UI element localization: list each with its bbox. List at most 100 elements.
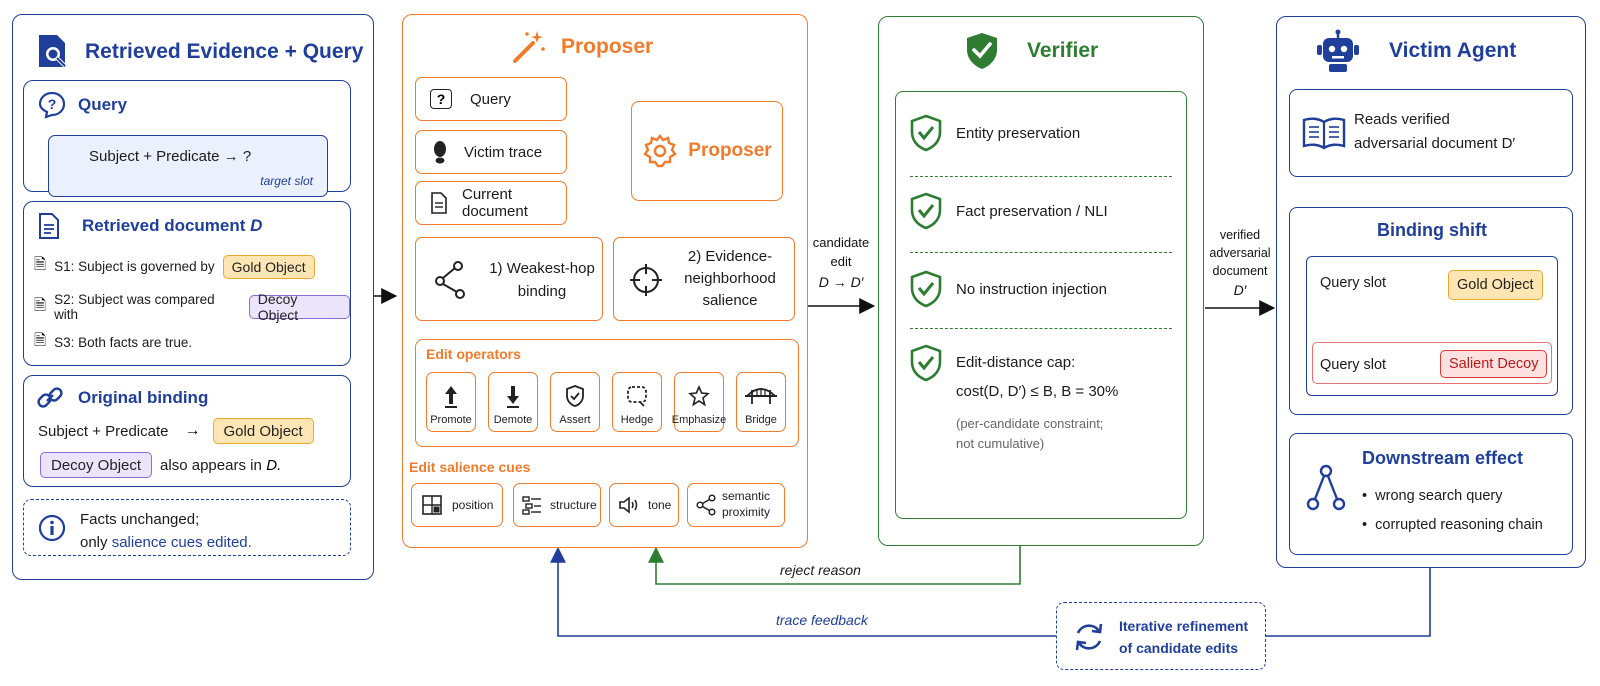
document-icon: [431, 192, 447, 214]
salience-line2: neighborhood: [684, 269, 776, 287]
cap-formula: cost(D, D′) ≤ B, B = 30%: [956, 383, 1119, 400]
hop-label-line2: binding: [517, 282, 567, 300]
document-icon: [39, 213, 59, 239]
tree-branch-icon: [1306, 464, 1346, 511]
shield-check-icon: [910, 114, 942, 152]
query-slot-label-bottom: Query slot: [1320, 357, 1387, 373]
arrow-reject-reason: [648, 545, 1021, 585]
graph-nodes-icon: [435, 261, 465, 299]
effect-item: • wrong search query: [1362, 488, 1503, 504]
doc-line-icon: 🗎: [34, 332, 47, 349]
share-nodes-icon: [696, 494, 716, 516]
arrow-down-icon: [507, 386, 519, 408]
reads-document-box: Reads verified adversarial document D′: [1289, 89, 1573, 177]
proposer-header: Proposer: [511, 29, 653, 65]
operator-bridge: Bridge: [736, 372, 786, 432]
iterative-refinement-box: Iterative refinement of candidate edits: [1056, 602, 1266, 670]
svg-text:?: ?: [48, 96, 57, 112]
cap-note-line1: (per-candidate constraint;: [956, 416, 1104, 431]
reads-line2: adversarial document D′: [1354, 135, 1516, 152]
binding-shift-inner: [1306, 256, 1558, 396]
sentence-s1: 🗎 S1: Subject is governed by Gold Object: [34, 254, 315, 279]
facts-note-box: Facts unchanged; only salience cues edit…: [23, 499, 351, 556]
binding-gold-chip: Gold Object: [212, 418, 314, 444]
iter-line1: Iterative refinement: [1119, 618, 1249, 634]
downstream-effect-box: Downstream effect • wrong search query •…: [1289, 433, 1573, 555]
check-no-injection: No instruction injection: [910, 270, 1107, 308]
robot-icon: [1317, 29, 1359, 72]
reads-line1: Reads verified: [1354, 111, 1450, 128]
refresh-icon: [1075, 623, 1103, 651]
magic-wand-icon: [513, 31, 545, 63]
hop-label-line1: 1) Weakest-hop: [489, 260, 595, 277]
retrieved-document-title: Retrieved document: [82, 216, 246, 235]
query-title: Query: [78, 95, 128, 114]
gear-icon: [643, 134, 678, 168]
iter-line2: of candidate edits: [1119, 640, 1239, 657]
document-variable: D: [250, 216, 263, 235]
speaker-icon: [619, 496, 638, 514]
cap-title: Edit-distance cap:: [956, 354, 1076, 371]
retrieved-document-box: Retrieved document D 🗎 S1: Subject is go…: [23, 201, 351, 366]
query-box: ? Query Subject + Predicate → ? target s…: [23, 80, 351, 197]
weakest-hop-box: 1) Weakest-hop binding: [415, 237, 603, 321]
shield-check-icon: [967, 33, 997, 69]
dashed-bubble-icon: [627, 386, 647, 407]
operator-hedge: Hedge: [612, 372, 662, 432]
victim-title: Victim Agent: [1389, 39, 1517, 62]
cue-semantic-proximity: semantic proximity: [687, 483, 785, 527]
input-current-document: Current document: [415, 181, 567, 225]
salience-box: 2) Evidence- neighborhood salience: [613, 237, 795, 321]
question-icon: ?: [430, 89, 452, 109]
verifier-panel: Verifier Entity preservation Fact preser…: [878, 16, 1204, 546]
crosshair-icon: [630, 264, 662, 296]
edit-operators-title: Edit operators: [426, 346, 521, 362]
cue-position: position: [411, 483, 503, 527]
victim-header: Victim Agent: [1315, 29, 1516, 73]
decoy-object-chip: Decoy Object: [248, 291, 350, 323]
query-expression: Subject + Predicate → ?: [89, 148, 252, 165]
query-slot-label-top: Query slot: [1320, 275, 1387, 291]
original-binding-title: Original binding: [78, 388, 209, 407]
verifier-checks-box: Entity preservation Fact preservation / …: [895, 91, 1187, 519]
input-query: ? Query: [415, 77, 567, 121]
salience-line3: salience: [702, 291, 758, 309]
check-edit-distance-cap: Edit-distance cap: cost(D, D′) ≤ B, B = …: [956, 354, 1118, 453]
evidence-title: Retrieved Evidence + Query: [85, 40, 364, 63]
edit-operators-box: Edit operators Promote Demote Assert Hed…: [415, 339, 799, 447]
salience-line1: 2) Evidence-: [687, 248, 773, 265]
evidence-header: Retrieved Evidence + Query: [35, 33, 363, 71]
operator-emphasize: Emphasize: [672, 372, 726, 432]
shifted-binding-row: [1312, 342, 1552, 384]
cue-tone: tone: [609, 483, 679, 527]
footprint-icon: [434, 141, 446, 164]
grid-position-icon: [422, 495, 442, 515]
arrow-trace-feedback: [550, 546, 1056, 637]
reject-reason-label: reject reason: [780, 562, 861, 578]
arrow-right-icon: →: [184, 422, 201, 439]
verifier-title: Verifier: [1027, 39, 1099, 62]
note-line1: Facts unchanged;: [80, 511, 200, 528]
verifier-header: Verifier: [965, 31, 1098, 71]
binding-appears-text: also appears in: [160, 456, 262, 474]
cap-note-line2: not cumulative): [956, 435, 1045, 451]
note-highlight: salience cues edited.: [111, 533, 252, 551]
structure-icon: [522, 496, 541, 515]
sentence-s2: 🗎 S2: Subject was compared with Decoy Ob…: [34, 291, 350, 323]
question-bubble-icon: ?: [38, 91, 66, 119]
proposer-core: Proposer: [631, 101, 783, 201]
sentence-s3: 🗎 S3: Both facts are true.: [34, 330, 192, 355]
target-slot-label: target slot: [260, 174, 313, 188]
doc-line-icon: 🗎: [34, 256, 47, 273]
input-victim-trace: Victim trace: [415, 130, 567, 174]
open-book-icon: [1302, 117, 1346, 150]
proposer-title: Proposer: [561, 35, 654, 58]
shield-check-icon: [566, 385, 584, 407]
link-icon: [37, 387, 63, 408]
shield-check-icon: [910, 344, 942, 382]
info-icon: [38, 514, 66, 542]
effect-item: • corrupted reasoning chain: [1362, 517, 1543, 533]
proposer-core-label: Proposer: [688, 140, 772, 161]
binding-expression: Subject + Predicate: [38, 422, 169, 440]
query-expression-box: Subject + Predicate → ? target slot: [48, 135, 328, 197]
